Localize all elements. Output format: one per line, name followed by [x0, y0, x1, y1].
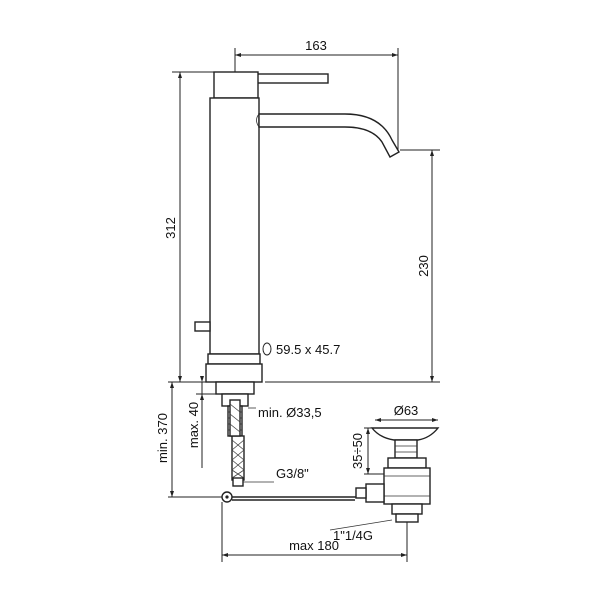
dim-top-width: 163: [234, 38, 399, 150]
dim-total-height: 312: [163, 71, 216, 383]
dim-max-180: max 180: [221, 502, 408, 562]
connection-label: G3/8": [243, 466, 309, 483]
svg-text:G3/8": G3/8": [276, 466, 309, 481]
waste-assembly: [355, 427, 440, 523]
svg-text:59.5 x 45.7: 59.5 x 45.7: [276, 342, 340, 357]
dim-163-label: 163: [305, 38, 327, 53]
hole-min-label: min. Ø33,5: [248, 405, 322, 420]
svg-text:Ø63: Ø63: [394, 403, 419, 418]
svg-text:max 180: max 180: [289, 538, 339, 553]
fixing-assembly: [215, 381, 358, 503]
svg-text:1"1/4G: 1"1/4G: [333, 528, 373, 543]
dim-waste-height: 35÷50: [350, 427, 384, 475]
dim-230-label: 230: [416, 255, 431, 277]
svg-text:max. 40: max. 40: [186, 402, 201, 448]
dim-312-label: 312: [163, 217, 178, 239]
dim-min-370: min. 370: [155, 381, 222, 498]
dim-waste-diameter: Ø63: [375, 403, 438, 422]
svg-text:min. Ø33,5: min. Ø33,5: [258, 405, 322, 420]
dim-max-40: max. 40: [186, 376, 216, 468]
waste-thread-label: 1"1/4G: [329, 519, 393, 543]
svg-text:35÷50: 35÷50: [350, 433, 365, 469]
faucet-body: [194, 71, 400, 383]
dim-spout-height: 230: [265, 149, 440, 383]
base-size-label: 59.5 x 45.7: [262, 342, 340, 357]
svg-text:min. 370: min. 370: [155, 413, 170, 463]
